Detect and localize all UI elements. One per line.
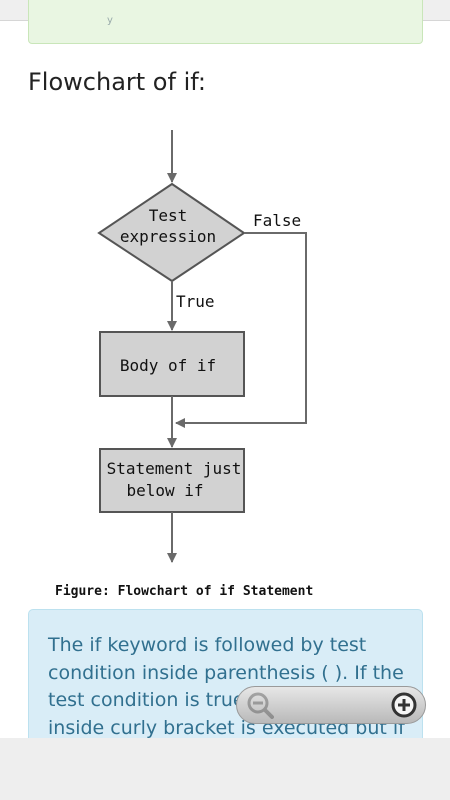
statement-label-line1: Statement just [107,459,242,478]
true-label: True [176,292,215,311]
false-path [175,232,307,428]
decision-label-line2: expression [120,227,216,246]
zoom-controls [236,686,426,724]
if-flowchart: Test expression False True Body of if St… [55,130,313,599]
statement-label-line2: below if [126,481,203,500]
body-of-if-label: Body of if [120,356,216,375]
section-title: Flowchart of if: [28,68,206,96]
figure-caption: Figure: Flowchart of if Statement [55,584,313,599]
truncated-text-fragment: y [107,15,113,26]
false-label: False [253,211,301,230]
zoom-out-icon[interactable] [245,690,275,720]
example-box: y [28,0,423,44]
decision-label-line1: Test [149,206,188,225]
browser-bottom-area [0,738,450,800]
zoom-in-icon[interactable] [389,690,419,720]
